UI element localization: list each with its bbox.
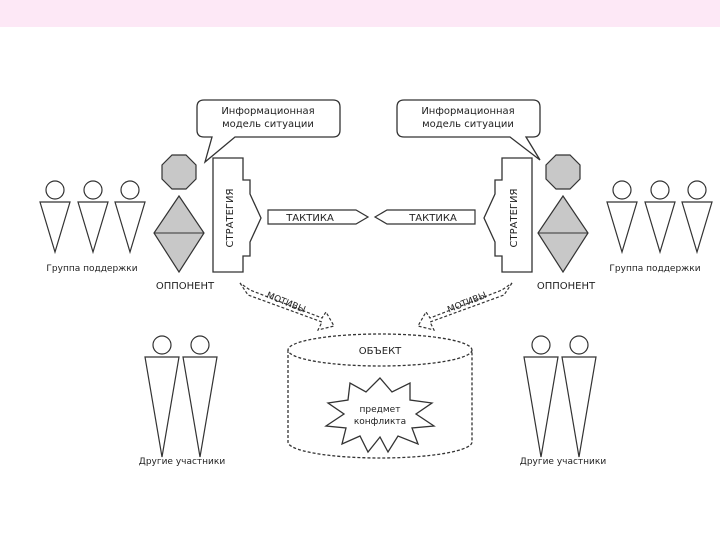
opponent-right-label: ОППОНЕНТ	[537, 281, 596, 292]
info-model-left: Информационная модель ситуации	[196, 99, 341, 164]
conflict-subject-star: предмет конфликта	[324, 377, 436, 454]
opponent-left-label: ОППОНЕНТ	[156, 281, 215, 292]
strategy-right-label: СТРАТЕГИЯ	[509, 189, 520, 248]
info-model-right: Информационная модель ситуации	[396, 99, 541, 161]
tactic-left-label: ТАКТИКА	[285, 213, 334, 224]
strategy-right: СТРАТЕГИЯ	[483, 157, 533, 273]
support-group-right-label: Группа поддержки	[609, 264, 700, 274]
other-participants-left-label: Другие участники	[139, 457, 226, 467]
object-label: ОБЪЕКТ	[359, 346, 402, 357]
tactic-left: ТАКТИКА	[267, 209, 370, 225]
info-model-right-line1: Информационная	[421, 106, 514, 117]
opponent-right-figure	[537, 154, 589, 274]
support-group-left-label: Группа поддержки	[46, 264, 137, 274]
tactic-right-label: ТАКТИКА	[408, 213, 457, 224]
strategy-left-label: СТРАТЕГИЯ	[225, 189, 236, 248]
motives-left: МОТИВЫ	[239, 282, 335, 331]
motives-right: МОТИВЫ	[417, 282, 513, 331]
info-model-left-line2: модель ситуации	[222, 119, 314, 130]
other-participants-right-label: Другие участники	[520, 457, 607, 467]
other-participants-left: Другие участники	[139, 335, 226, 467]
conflict-subject-line1: предмет	[360, 405, 401, 415]
tactic-right: ТАКТИКА	[373, 209, 476, 225]
info-model-right-line2: модель ситуации	[422, 119, 514, 130]
support-group-right: Группа поддержки	[606, 180, 713, 274]
info-model-left-line1: Информационная	[221, 106, 314, 117]
header-band	[0, 0, 720, 27]
conflict-subject-line2: конфликта	[354, 417, 406, 427]
strategy-left: СТРАТЕГИЯ	[212, 157, 262, 273]
support-group-left: Группа поддержки	[39, 180, 146, 274]
other-participants-right: Другие участники	[520, 335, 607, 467]
opponent-left-figure	[153, 154, 205, 274]
